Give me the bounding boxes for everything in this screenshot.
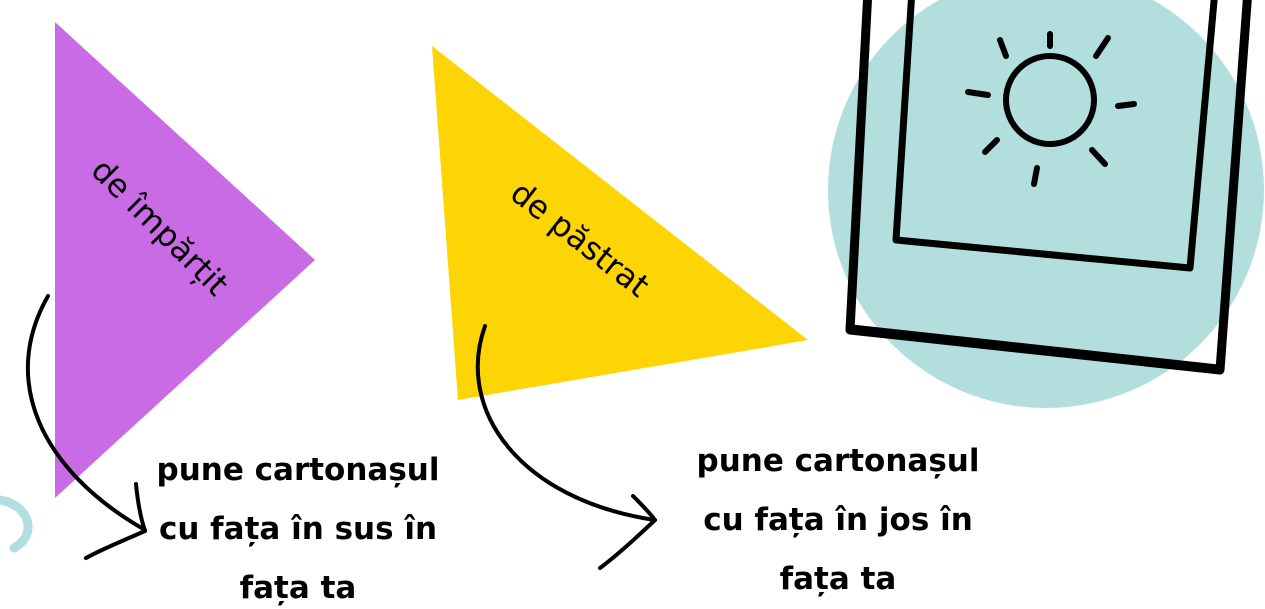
face-down-line: cu fața în jos în — [703, 502, 973, 538]
face-up-line: pune cartonașul — [156, 452, 440, 488]
curved-arrow-icon — [25, 294, 147, 560]
face-up-line: cu fața în sus în — [158, 511, 438, 547]
teal-circle — [828, 0, 1264, 408]
keep-triangle — [432, 46, 808, 400]
curved-arrow-icon — [475, 324, 657, 570]
teal-arc-decoration — [0, 495, 33, 553]
face-down-instruction: pune cartonașul cu fața în jos în fața t… — [658, 432, 1018, 609]
face-up-instruction: pune cartonașul cu fața în sus în fața t… — [118, 441, 478, 609]
share-triangle — [55, 22, 315, 498]
face-up-line: fața ta — [239, 570, 357, 606]
face-down-line: pune cartonașul — [696, 443, 980, 479]
sun-card-icon — [845, 0, 1252, 375]
face-down-line: fața ta — [779, 561, 897, 597]
